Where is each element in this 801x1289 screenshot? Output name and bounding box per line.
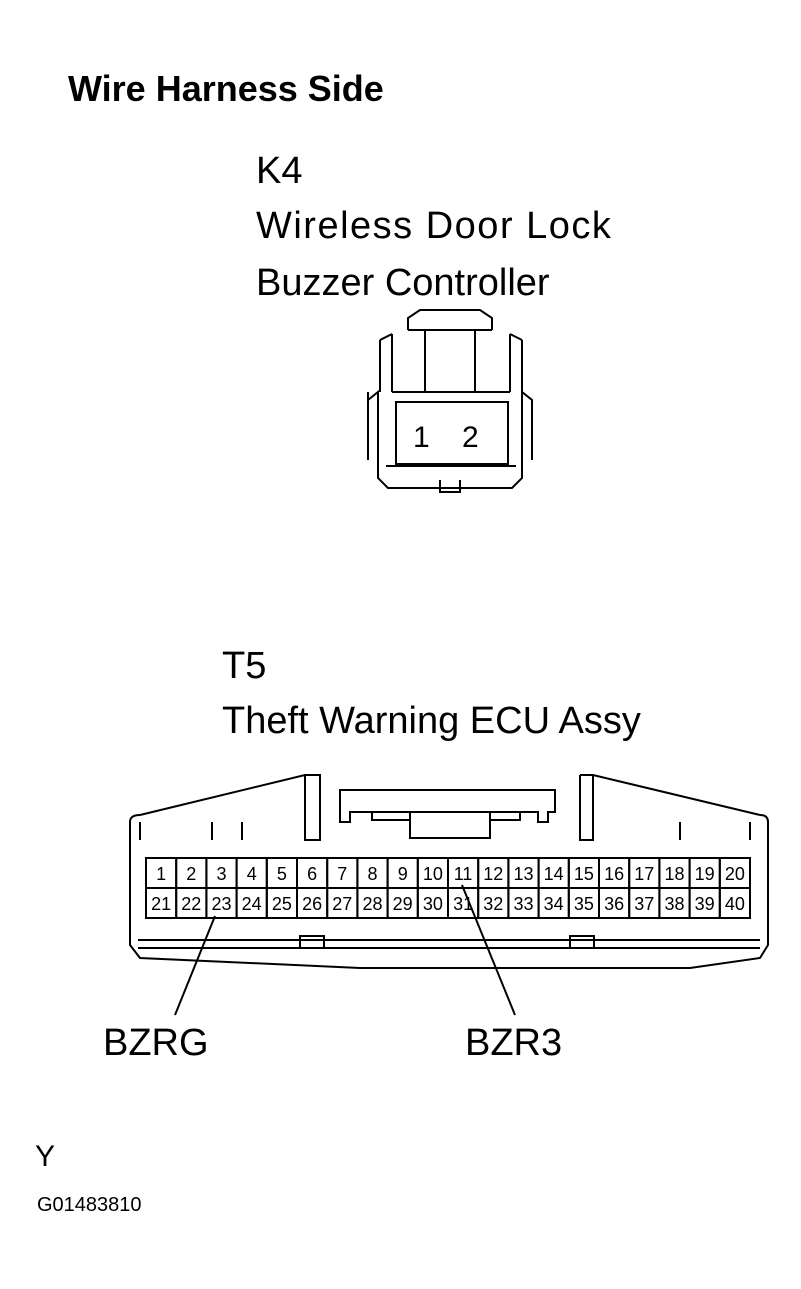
k4-connector-code: K4 (256, 150, 303, 192)
t5-pin-24: 24 (242, 894, 262, 914)
t5-pin-11: 11 (454, 864, 473, 884)
k4-pin-1: 1 (413, 421, 430, 454)
t5-name: Theft Warning ECU Assy (222, 700, 641, 742)
t5-pin-26: 26 (302, 894, 322, 914)
t5-pin-20: 20 (725, 864, 745, 884)
t5-pin-7: 7 (337, 864, 347, 884)
t5-pin-cell (718, 887, 751, 919)
footer-letter: Y (35, 1140, 56, 1173)
t5-pin-10: 10 (423, 864, 443, 884)
t5-pin-36: 36 (604, 894, 624, 914)
t5-pin-12: 12 (483, 864, 503, 884)
callout-bzrg: BZRG (103, 1022, 209, 1064)
t5-pin-34: 34 (544, 894, 564, 914)
t5-pin-grid (145, 857, 751, 919)
t5-pin-27: 27 (332, 894, 352, 914)
t5-pin-5: 5 (277, 864, 287, 884)
t5-pin-37: 37 (634, 894, 654, 914)
k4-name-line2: Buzzer Controller (256, 262, 550, 304)
t5-pin-9: 9 (398, 864, 408, 884)
t5-pin-21: 21 (151, 894, 171, 914)
bzrg-leader-line (174, 915, 216, 1016)
t5-pin-40: 40 (725, 894, 745, 914)
diagram-heading: Wire Harness Side (68, 68, 384, 109)
t5-pin-3: 3 (216, 864, 226, 884)
t5-pin-2: 2 (186, 864, 196, 884)
t5-pin-6: 6 (307, 864, 317, 884)
t5-pin-39: 39 (695, 894, 715, 914)
t5-pin-16: 16 (604, 864, 624, 884)
t5-pin-32: 32 (483, 894, 503, 914)
t5-pin-33: 33 (513, 894, 533, 914)
callout-bzr3: BZR3 (465, 1022, 563, 1064)
t5-connector-shape (129, 774, 769, 969)
t5-pin-25: 25 (272, 894, 292, 914)
t5-pin-18: 18 (664, 864, 684, 884)
t5-pin-14: 14 (544, 864, 564, 884)
t5-pin-4: 4 (247, 864, 257, 884)
t5-pin-28: 28 (362, 894, 382, 914)
t5-pin-19: 19 (695, 864, 715, 884)
t5-pin-29: 29 (393, 894, 413, 914)
t5-pin-23: 23 (211, 894, 231, 914)
t5-pin-8: 8 (367, 864, 377, 884)
k4-connector-shape (367, 309, 533, 493)
t5-pin-1: 1 (156, 864, 166, 884)
t5-pin-15: 15 (574, 864, 594, 884)
t5-pin-13: 13 (513, 864, 533, 884)
t5-pin-22: 22 (181, 894, 201, 914)
k4-pin-2: 2 (462, 421, 479, 454)
t5-pin-31: 31 (453, 894, 473, 914)
t5-pin-35: 35 (574, 894, 594, 914)
k4-name-line1: Wireless Door Lock (256, 205, 613, 247)
bzr3-leader-line (461, 884, 516, 1016)
t5-connector-code: T5 (222, 645, 267, 687)
t5-pin-30: 30 (423, 894, 443, 914)
t5-pin-38: 38 (664, 894, 684, 914)
figure-id: G01483810 (37, 1194, 142, 1216)
t5-pin-17: 17 (634, 864, 654, 884)
